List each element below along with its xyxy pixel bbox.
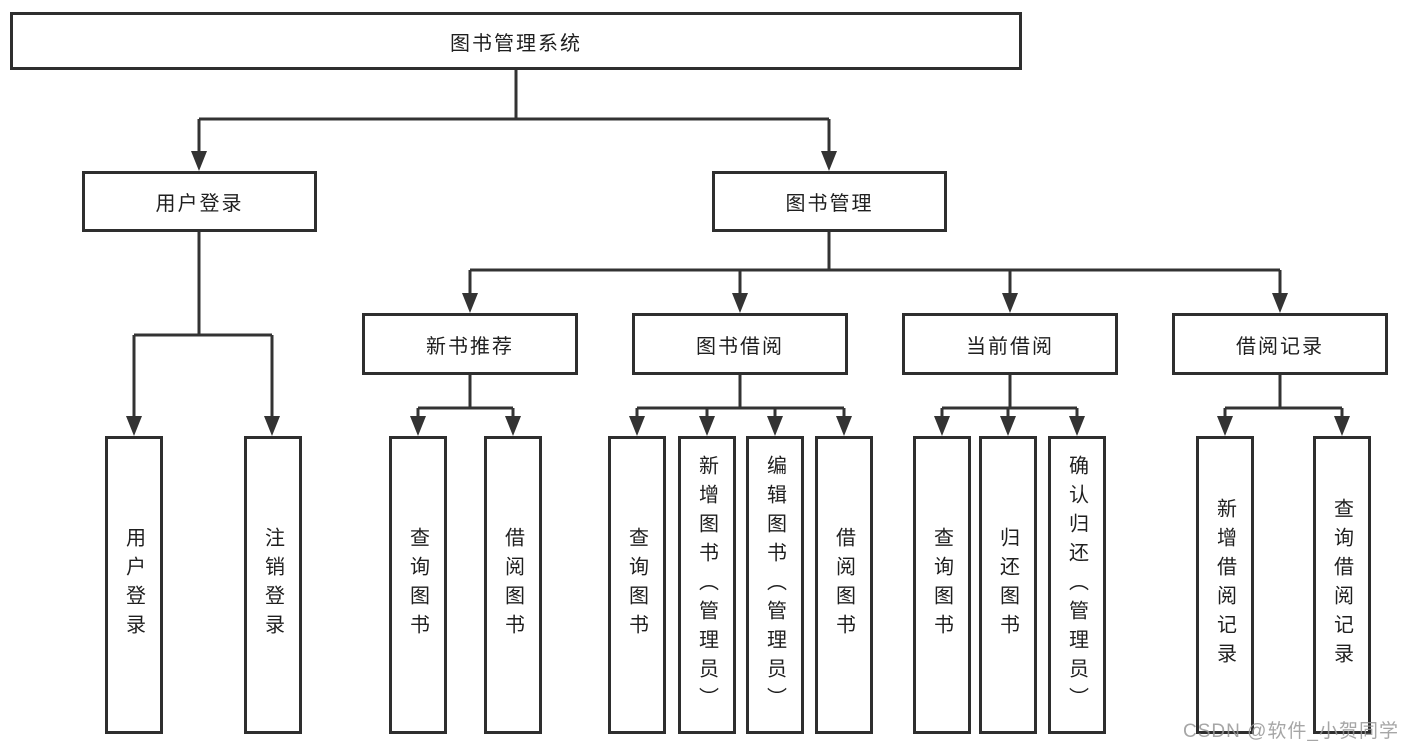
leaf-confirm-return-admin: 确认归还（管理员） xyxy=(1048,436,1106,734)
node-label: 借阅图书 xyxy=(832,527,855,643)
leaf-edit-books-admin: 编辑图书（管理员） xyxy=(746,436,804,734)
node-label: 图书管理 xyxy=(785,193,874,215)
node-label: 查询图书 xyxy=(406,527,429,643)
leaf-query-books-current: 查询图书 xyxy=(913,436,971,734)
leaf-borrow-books: 借阅图书 xyxy=(815,436,873,734)
node-label: 查询图书 xyxy=(625,527,648,643)
node-library-management-system: 图书管理系统 xyxy=(10,12,1022,70)
leaf-borrow-books-recommend: 借阅图书 xyxy=(484,436,542,734)
node-current-borrowing: 当前借阅 xyxy=(902,313,1118,375)
leaf-query-books-recommend: 查询图书 xyxy=(389,436,447,734)
leaf-add-books-admin: 新增图书（管理员） xyxy=(678,436,736,734)
node-label: 查询图书 xyxy=(930,527,953,643)
node-label: 归还图书 xyxy=(996,527,1019,643)
node-label: 查询借阅记录 xyxy=(1330,498,1353,672)
node-label: 新增借阅记录 xyxy=(1213,498,1236,672)
leaf-add-borrow-record: 新增借阅记录 xyxy=(1196,436,1254,734)
node-user-login: 用户登录 xyxy=(82,171,317,232)
node-label: 新增图书（管理员） xyxy=(695,454,718,716)
node-borrowing-records: 借阅记录 xyxy=(1172,313,1388,375)
node-label: 编辑图书（管理员） xyxy=(763,454,786,716)
node-label: 图书借阅 xyxy=(696,335,784,358)
node-book-management: 图书管理 xyxy=(712,171,947,232)
node-label: 注销登录 xyxy=(261,527,284,643)
node-book-borrowing: 图书借阅 xyxy=(632,313,848,375)
node-label: 借阅记录 xyxy=(1236,335,1324,358)
leaf-logout: 注销登录 xyxy=(244,436,302,734)
node-label: 确认归还（管理员） xyxy=(1065,454,1088,716)
csdn-watermark: CSDN @软件_小贺同学 xyxy=(1183,721,1399,742)
node-label: 借阅图书 xyxy=(501,527,524,643)
leaf-return-books: 归还图书 xyxy=(979,436,1037,734)
leaf-query-books-borrowing: 查询图书 xyxy=(608,436,666,734)
node-label: 新书推荐 xyxy=(426,335,514,358)
node-label: 用户登录 xyxy=(122,527,145,643)
node-label: 当前借阅 xyxy=(966,335,1054,358)
node-new-book-recommend: 新书推荐 xyxy=(362,313,578,375)
leaf-query-borrow-record: 查询借阅记录 xyxy=(1313,436,1371,734)
leaf-user-login: 用户登录 xyxy=(105,436,163,734)
node-label: 用户登录 xyxy=(155,193,244,215)
node-label: 图书管理系统 xyxy=(450,32,582,55)
